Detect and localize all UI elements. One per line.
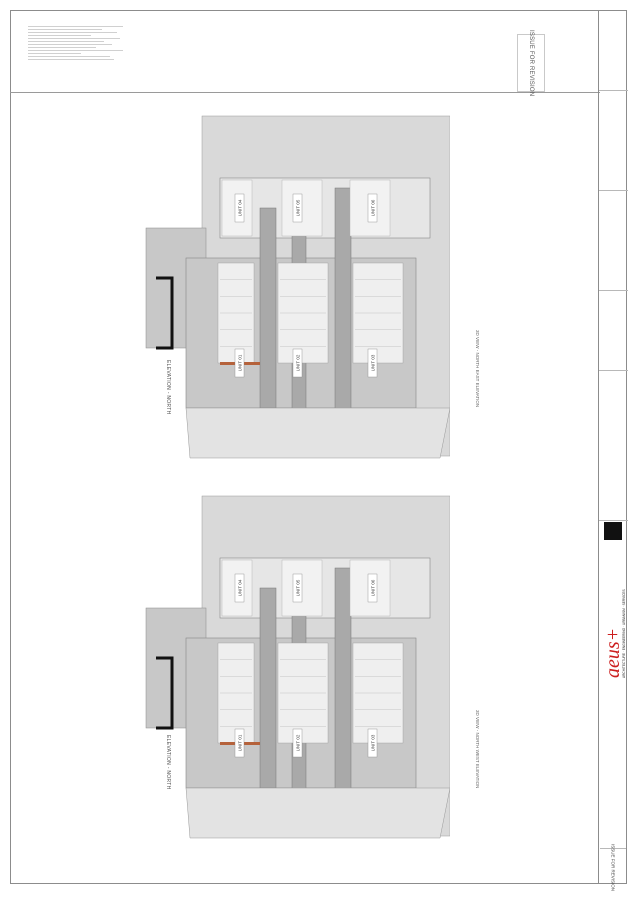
unit-label: UNIT 02 <box>296 354 301 371</box>
massing-ground-plane <box>185 787 450 839</box>
building-massing-2: UNIT 01 UNIT 02 UNIT 03 UNIT 04 UNIT 05 UNIT … <box>145 495 450 839</box>
unit-label-group: UNIT 02 <box>292 348 303 378</box>
elevation-view-north-west: UNIT 01 UNIT 02 UNIT 03 UNIT 04 UNIT 05 UNIT … <box>140 488 450 856</box>
unit-label: UNIT 06 <box>371 579 376 596</box>
unit-label: UNIT 02 <box>296 734 301 751</box>
unit-label: UNIT 03 <box>371 734 376 751</box>
unit-label-box <box>292 573 303 603</box>
unit-label-group: UNIT 01 <box>234 348 245 378</box>
logo-plus-block <box>604 522 622 540</box>
title-block-notes <box>599 370 628 521</box>
unit-label-box <box>292 348 303 378</box>
massing-black-frame <box>156 656 174 730</box>
massing-slab-1 <box>259 587 277 789</box>
logo-tagline: ARCHITECTURE · ENGINEERING · URBANISM · … <box>622 589 626 678</box>
revision-stamp-text: ISSUE FOR REVISION <box>528 29 534 97</box>
unit-label-group: UNIT 03 <box>367 728 378 758</box>
general-notes-text <box>28 24 133 98</box>
unit-label-box <box>367 348 378 378</box>
unit-label: UNIT 01 <box>238 734 243 751</box>
unit-label-group: UNIT 06 <box>367 573 378 603</box>
unit-label-group: UNIT 04 <box>234 573 245 603</box>
massing-slab-3 <box>334 187 352 429</box>
view-title-2: ELEVATION - NORTH <box>165 735 171 790</box>
unit-label: UNIT 03 <box>371 354 376 371</box>
unit-label-group: UNIT 06 <box>367 193 378 223</box>
view-caption-2: 3D VIEW - NORTH WEST ELEVATION <box>475 710 480 789</box>
view-title-1: ELEVATION - NORTH <box>165 360 171 415</box>
unit-label-group: UNIT 01 <box>234 728 245 758</box>
revision-stamp: ISSUE FOR REVISION <box>517 30 545 96</box>
unit-label-box <box>234 348 245 378</box>
massing-fin-anchor <box>200 586 201 587</box>
massing-slab-1 <box>259 207 277 409</box>
massing-upper-band <box>219 557 431 619</box>
massing-fin-anchor <box>200 206 201 207</box>
title-block-consultants <box>599 90 628 191</box>
unit-label-group: UNIT 04 <box>234 193 245 223</box>
issue-stamp: ISSUE FOR REVISION <box>600 844 626 891</box>
general-notes-band: ISSUE FOR REVISION <box>10 10 600 96</box>
logo-mark: aeus+ <box>602 628 624 678</box>
building-massing-1: UNIT 01 UNIT 02 UNIT 03 UNIT 04 UNIT 05 UNIT … <box>145 115 450 459</box>
unit-label-group: UNIT 03 <box>367 348 378 378</box>
unit-label-box <box>367 728 378 758</box>
unit-label-box <box>292 193 303 223</box>
unit-label-group: UNIT 05 <box>292 573 303 603</box>
elevation-view-north-east: UNIT 01 UNIT 02 UNIT 03 UNIT 04 UNIT 05 UNIT … <box>140 108 450 476</box>
title-block <box>598 10 628 884</box>
unit-label: UNIT 04 <box>238 579 243 596</box>
unit-label-box <box>292 728 303 758</box>
view-caption-1: 3D VIEW - NORTH EAST ELEVATION <box>475 330 480 408</box>
unit-label: UNIT 06 <box>371 199 376 216</box>
title-block-project-info <box>599 10 628 91</box>
unit-label: UNIT 05 <box>296 579 301 596</box>
massing-upper-band <box>219 177 431 239</box>
firm-logo: aeus+ ARCHITECTURE · ENGINEERING · URBAN… <box>600 520 626 696</box>
massing-black-frame <box>156 276 174 350</box>
unit-label: UNIT 01 <box>238 354 243 371</box>
massing-ground-plane <box>185 407 450 459</box>
unit-label-box <box>367 573 378 603</box>
unit-label-group: UNIT 05 <box>292 193 303 223</box>
issue-stamp-text: ISSUE FOR REVISION <box>610 843 616 891</box>
unit-label: UNIT 05 <box>296 199 301 216</box>
title-block-revisions <box>599 290 628 371</box>
unit-label-box <box>367 193 378 223</box>
title-block-sheet-info <box>599 190 628 291</box>
drawing-sheet-frame <box>10 10 627 884</box>
unit-label-box <box>234 573 245 603</box>
unit-label: UNIT 04 <box>238 199 243 216</box>
unit-label-box <box>234 193 245 223</box>
massing-slab-3 <box>334 567 352 809</box>
unit-label-group: UNIT 02 <box>292 728 303 758</box>
unit-label-box <box>234 728 245 758</box>
